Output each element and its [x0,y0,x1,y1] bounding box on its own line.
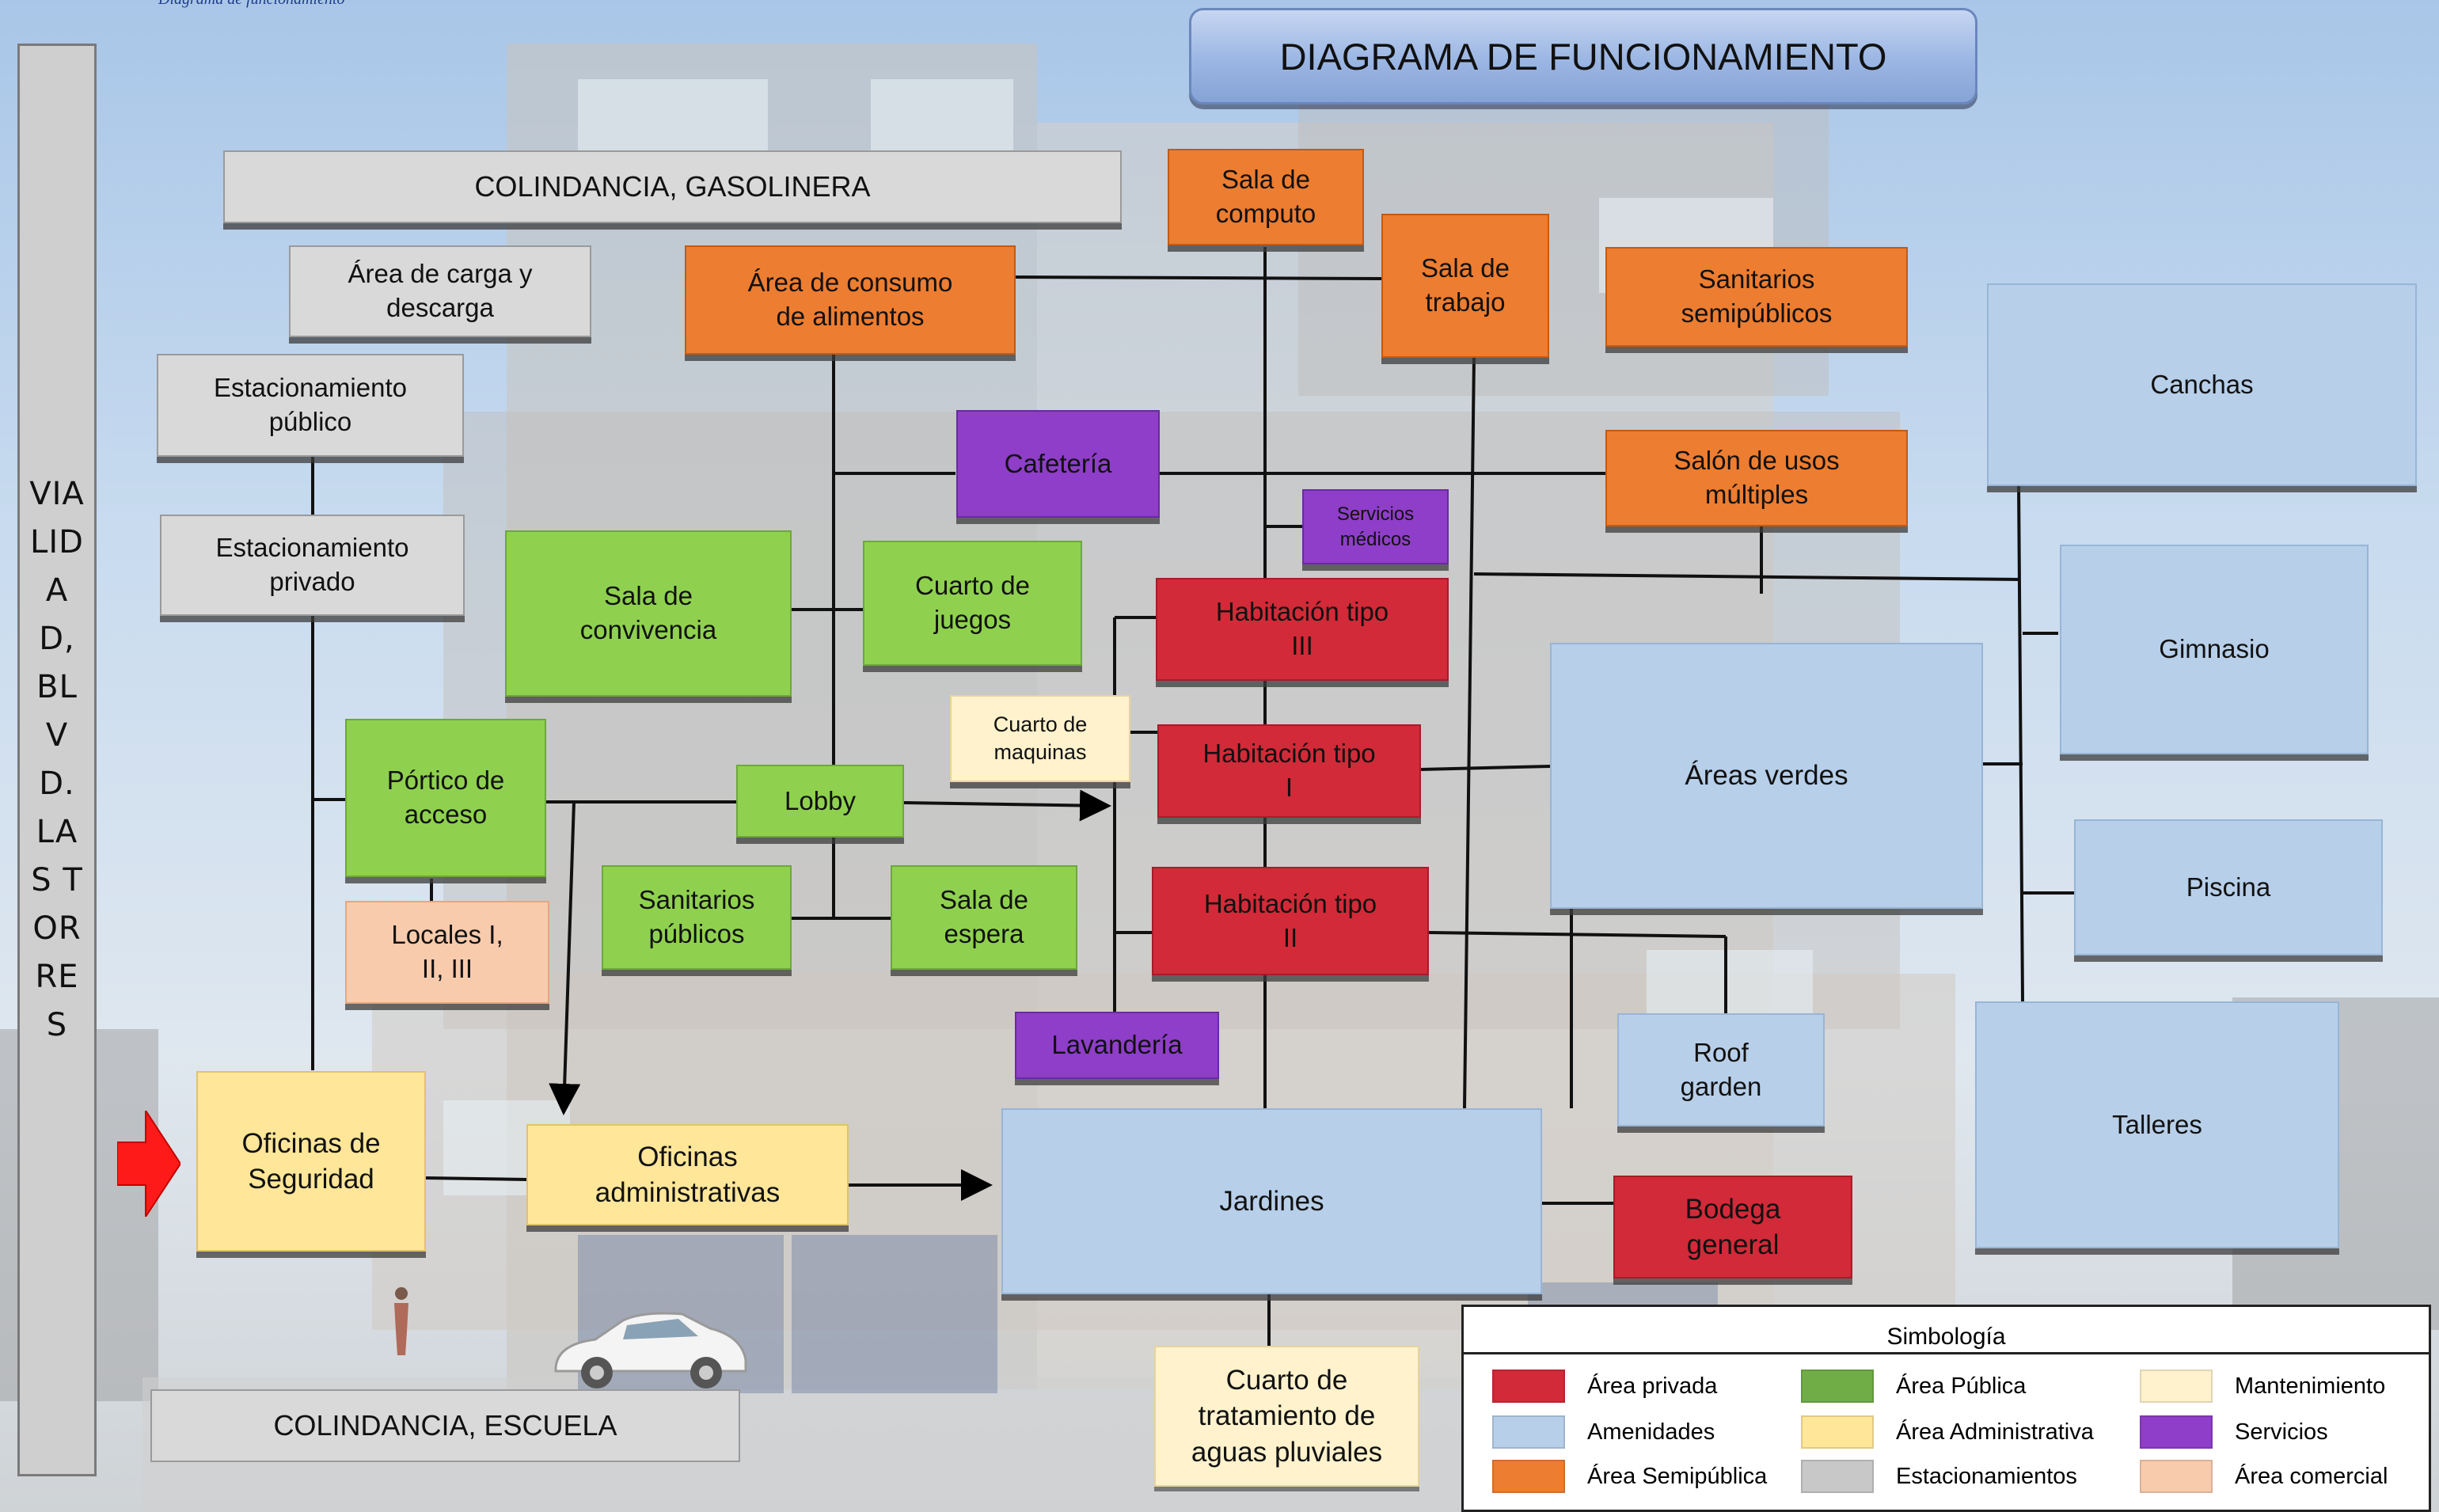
boundary-bottom: COLINDANCIA, ESCUELA [150,1389,740,1462]
space-canchas: Canchas [1987,283,2417,486]
space-oficinas-seguridad: Oficinas de Seguridad [196,1071,426,1252]
space-cafeteria: Cafetería [956,410,1160,518]
street-label-text: VIALIDAD, BLVD. LAS TORRES [29,476,85,1043]
space-sanitarios-semipublicos: Sanitarios semipúblicos [1605,247,1908,347]
legend-label: Servicios [2235,1419,2328,1445]
space-habitacion-tipo-1: Habitación tipo I [1157,724,1421,818]
legend-item: Área Administrativa [1801,1413,2094,1451]
space-sanitarios-publicos: Sanitarios públicos [602,865,792,970]
entry-arrow-icon [117,1111,180,1217]
space-bodega-general: Bodega general [1613,1176,1852,1278]
street-label: VIALIDAD, BLVD. LAS TORRES [17,44,97,1476]
space-habitacion-tipo-3: Habitación tipo III [1156,578,1449,681]
space-lavanderia: Lavandería [1015,1012,1219,1079]
space-estacionamiento-publico: Estacionamiento público [157,354,464,457]
legend-swatch [2140,1370,2213,1403]
legend-swatch [2140,1460,2213,1493]
diagram-subtitle: Diagrama de funcionamiento [158,0,345,9]
legend-title: Simbología [1464,1307,2429,1354]
space-habitacion-tipo-2: Habitación tipo II [1152,867,1429,975]
space-locales: Locales I, II, III [345,901,549,1004]
space-oficinas-administrativas: Oficinas administrativas [526,1124,849,1225]
legend-item: Amenidades [1492,1413,1715,1451]
space-portico-acceso: Pórtico de acceso [345,719,546,877]
boundary-top: COLINDANCIA, GASOLINERA [223,150,1122,223]
legend-item: Área Semipública [1492,1457,1767,1495]
legend-swatch [1492,1460,1565,1493]
legend-label: Área Pública [1896,1373,2027,1399]
legend-label: Área privada [1587,1373,1718,1399]
space-sala-convivencia: Sala de convivencia [505,530,792,697]
legend-swatch [1492,1370,1565,1403]
space-salon-usos: Salón de usos múltiples [1605,430,1908,526]
legend-item: Área Pública [1801,1367,2026,1405]
legend-label: Amenidades [1587,1419,1715,1445]
space-estacionamiento-privado: Estacionamiento privado [160,515,465,616]
legend-item: Área privada [1492,1367,1717,1405]
legend-label: Estacionamientos [1896,1463,2077,1489]
space-sala-computo: Sala de computo [1168,149,1364,245]
space-cuarto-maquinas: Cuarto de maquinas [950,695,1130,782]
space-lobby: Lobby [736,765,904,838]
diagram-title: DIAGRAMA DE FUNCIONAMIENTO [1189,8,1977,104]
space-areas-verdes: Áreas verdes [1550,643,1983,909]
space-area-consumo: Área de consumo de alimentos [685,245,1016,355]
space-area-carga: Área de carga y descarga [289,245,591,337]
legend-swatch [1801,1415,1874,1449]
space-sala-espera: Sala de espera [891,865,1077,970]
space-roof-garden: Roof garden [1617,1013,1825,1126]
space-cuarto-juegos: Cuarto de juegos [863,541,1082,666]
legend-swatch [1492,1415,1565,1449]
legend-item: Estacionamientos [1801,1457,2077,1495]
space-servicios-medicos: Servicios médicos [1302,489,1449,564]
legend-label: Área Administrativa [1896,1419,2094,1445]
space-jardines: Jardines [1001,1108,1542,1294]
legend-label: Área comercial [2235,1463,2388,1489]
space-cuarto-tratamiento: Cuarto de tratamiento de aguas pluviales [1154,1346,1419,1487]
legend-item: Mantenimiento [2140,1367,2385,1405]
legend-item: Servicios [2140,1413,2328,1451]
space-talleres: Talleres [1975,1001,2339,1248]
space-gimnasio: Gimnasio [2060,545,2369,754]
legend-swatch [1801,1370,1874,1403]
legend-item: Área comercial [2140,1457,2388,1495]
space-sala-trabajo: Sala de trabajo [1381,214,1549,358]
legend-swatch [2140,1415,2213,1449]
legend-swatch [1801,1460,1874,1493]
legend-label: Mantenimiento [2235,1373,2386,1399]
legend-label: Área Semipública [1587,1463,1768,1489]
space-piscina: Piscina [2074,819,2383,955]
